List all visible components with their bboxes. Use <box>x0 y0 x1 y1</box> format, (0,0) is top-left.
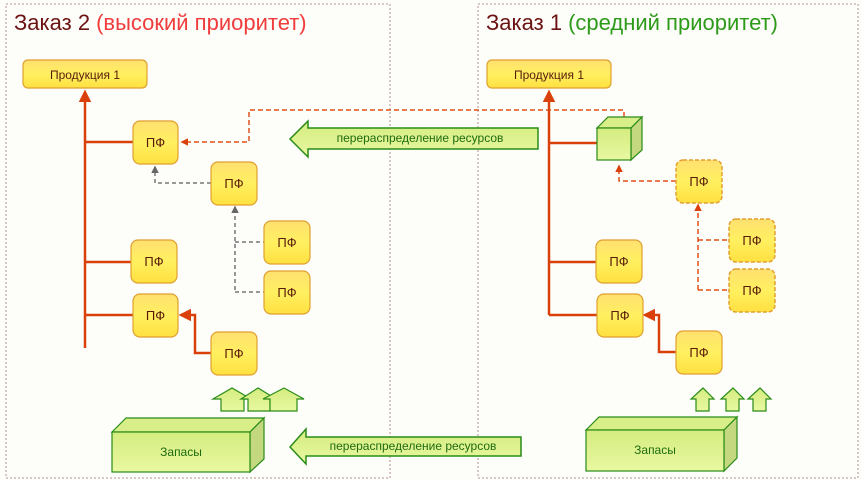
left-priority: (высокий приоритет) <box>96 10 307 35</box>
right-pf-1[interactable]: ПФ <box>595 239 643 284</box>
left-title: Заказ 2(высокий приоритет) <box>14 10 307 35</box>
redistribution-dashed-link <box>180 109 625 146</box>
panel-left-border <box>5 3 391 479</box>
left-pf-7[interactable]: ПФ <box>210 331 258 376</box>
right-pf-3[interactable]: ПФ <box>675 330 723 375</box>
left-pf-1[interactable]: ПФ <box>132 120 179 165</box>
right-title: Заказ 1(средний приоритет) <box>486 10 778 35</box>
redistribution-arrow-top: перераспределение ресурсов <box>288 119 539 159</box>
pf-label: ПФ <box>277 285 296 300</box>
panel-right-border <box>477 3 859 479</box>
pf-label: ПФ <box>277 235 296 250</box>
right-order-name: Заказ 1 <box>486 10 562 35</box>
left-pf-5[interactable]: ПФ <box>263 270 311 315</box>
pf-label: ПФ <box>224 176 243 191</box>
left-pf-4[interactable]: ПФ <box>130 239 178 284</box>
right-product-box[interactable]: Продукция 1 <box>486 59 612 89</box>
left-order-name: Заказ 2 <box>14 10 90 35</box>
left-pf-6[interactable]: ПФ <box>132 293 179 338</box>
redistribution-label-top: перераспределение ресурсов <box>337 131 504 145</box>
right-pf-dashed-3[interactable]: ПФ <box>728 268 776 313</box>
left-pf-3[interactable]: ПФ <box>263 220 311 265</box>
pf-label: ПФ <box>742 233 761 248</box>
left-product-box[interactable]: Продукция 1 <box>22 59 148 89</box>
right-resource-cube[interactable] <box>595 115 644 162</box>
pf-label: ПФ <box>610 308 629 323</box>
left-pf-2[interactable]: ПФ <box>210 161 258 206</box>
right-up-arrow-2 <box>719 387 746 412</box>
redistribution-arrow-bottom: перераспределение ресурсов <box>288 427 522 466</box>
right-priority: (средний приоритет) <box>568 10 778 35</box>
right-up-arrow-3 <box>746 387 773 412</box>
pf-label: ПФ <box>689 345 708 360</box>
pf-label: ПФ <box>742 283 761 298</box>
pf-label: ПФ <box>146 135 165 150</box>
left-stock-label: Запасы <box>160 445 202 459</box>
right-stock-box[interactable]: Запасы <box>584 415 739 473</box>
left-red-link <box>178 308 211 355</box>
pf-label: ПФ <box>609 254 628 269</box>
pf-label: ПФ <box>224 346 243 361</box>
right-pf-dashed-2[interactable]: ПФ <box>728 218 776 263</box>
pf-label: ПФ <box>689 174 708 189</box>
right-pf-2[interactable]: ПФ <box>596 293 644 338</box>
right-stock-label: Запасы <box>634 443 676 457</box>
left-up-arrow-3 <box>262 387 305 412</box>
pf-label: ПФ <box>144 254 163 269</box>
right-red-link <box>642 308 676 354</box>
pf-label: ПФ <box>146 308 165 323</box>
left-product-label: Продукция 1 <box>50 68 120 82</box>
right-up-arrow-1 <box>689 387 716 412</box>
left-stock-box[interactable]: Запасы <box>110 416 266 474</box>
right-pf-dashed-1[interactable]: ПФ <box>675 159 723 204</box>
left-up-arrow-1 <box>210 387 254 412</box>
right-red-dash-1 <box>615 164 676 182</box>
right-product-label: Продукция 1 <box>514 68 584 82</box>
redistribution-label-bottom: перераспределение ресурсов <box>330 439 497 453</box>
left-gray-dash-1 <box>151 165 211 184</box>
